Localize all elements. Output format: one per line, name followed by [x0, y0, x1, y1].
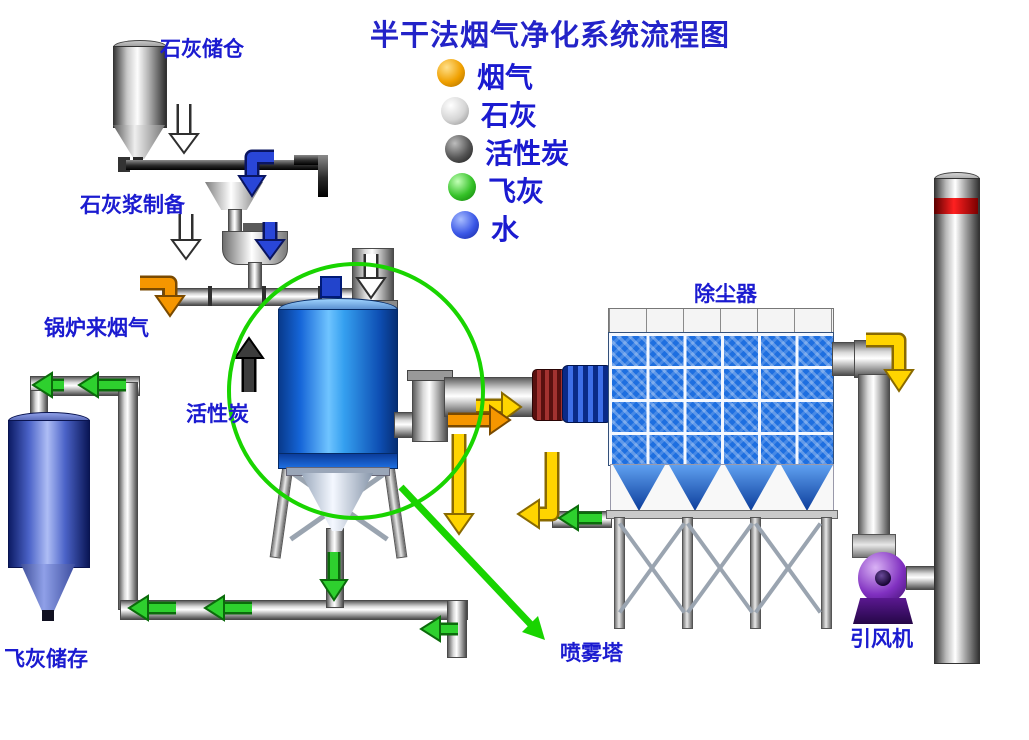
dc-hopper-4	[781, 465, 833, 511]
dc-hopper-1	[613, 465, 665, 511]
activated-carbon-label: 活性炭	[186, 403, 249, 426]
tower-drain-pipe	[326, 528, 344, 608]
lime-silo-label: 石灰储仓	[160, 38, 244, 61]
spray-tower-label: 喷雾塔	[560, 642, 623, 665]
legend-activated-carbon-icon	[445, 135, 473, 163]
dust-collector-label: 除尘器	[694, 283, 757, 306]
dc-leg-3	[750, 517, 761, 629]
chimney-red-band	[934, 198, 978, 214]
lime-slurry-prep-label: 石灰浆制备	[80, 194, 185, 217]
legend-fly-ash-label: 飞灰	[488, 176, 545, 207]
activated-carbon-arrow	[233, 336, 265, 392]
legend-activated-carbon-label: 活性炭	[485, 138, 570, 169]
gas-bend-arrow	[516, 452, 560, 530]
duct-coupling	[532, 369, 566, 421]
legend-water-label: 水	[491, 214, 520, 245]
dc-leg-1	[614, 517, 625, 629]
legend-flue-gas-icon	[437, 59, 465, 87]
dc-leg-4	[821, 517, 832, 629]
dc-hopper-3	[725, 465, 777, 511]
collector-inlet-duct	[444, 377, 536, 417]
chimney	[934, 178, 980, 664]
boiler-flue-gas-label: 锅炉来烟气	[44, 317, 149, 340]
slurry-feed-hopper	[205, 182, 263, 210]
legend-lime-label: 石灰	[481, 100, 538, 131]
fan-base	[853, 598, 913, 624]
screw-conveyor	[126, 160, 324, 170]
diagram-title: 半干法烟气净化系统流程图	[369, 20, 730, 52]
legend-lime-icon	[441, 97, 469, 125]
lime-silo-cone	[113, 125, 165, 159]
conveyor-discharge-drop	[318, 155, 328, 197]
spray-tower-body	[278, 309, 398, 457]
induced-fan-label: 引风机	[850, 628, 913, 651]
lime-flow-arrow-2	[170, 214, 202, 261]
dc-leg-2	[682, 517, 693, 629]
flyash-silo-body	[8, 420, 90, 568]
flyash-return-pipe-vertical	[118, 382, 138, 610]
dc-outlet-elbow	[854, 340, 894, 378]
duct-flange-2	[262, 286, 266, 306]
dust-collector-hopper-row	[610, 464, 834, 512]
flyash-pipe-right-elbow	[447, 600, 467, 658]
duct-flex-joint	[562, 365, 612, 423]
dust-collector-body	[608, 332, 834, 466]
collector-hopper-drain-pipe	[552, 511, 612, 528]
dc-support-beam	[606, 510, 838, 519]
legend-fly-ash-icon	[448, 173, 476, 201]
tower-leg-right	[383, 462, 408, 559]
feed-valve	[320, 276, 342, 298]
legend-water-icon	[451, 211, 479, 239]
duct-flange-1	[208, 286, 212, 306]
fan-hub	[875, 570, 891, 586]
dc-hopper-2	[669, 465, 721, 511]
tower-side-gas-arrow	[443, 434, 475, 536]
lime-flow-arrow-1	[168, 104, 200, 155]
slurry-tank	[222, 231, 288, 265]
flyash-silo-cone	[20, 564, 76, 612]
slurry-tank-agitator	[243, 223, 263, 232]
tower-leg-left	[269, 462, 294, 559]
flyash-collect-pipe-bottom	[120, 600, 468, 620]
outlet-riser	[412, 378, 448, 442]
flyash-silo-outlet	[42, 610, 54, 621]
fly-ash-storage-label: 飞灰储存	[4, 648, 88, 671]
legend-flue-gas-label: 烟气	[477, 62, 534, 93]
dust-collector-top-band	[608, 308, 834, 334]
lime-silo-body	[113, 46, 167, 128]
fan-inlet-duct	[858, 374, 890, 538]
conveyor-discharge-horizontal	[294, 155, 328, 165]
